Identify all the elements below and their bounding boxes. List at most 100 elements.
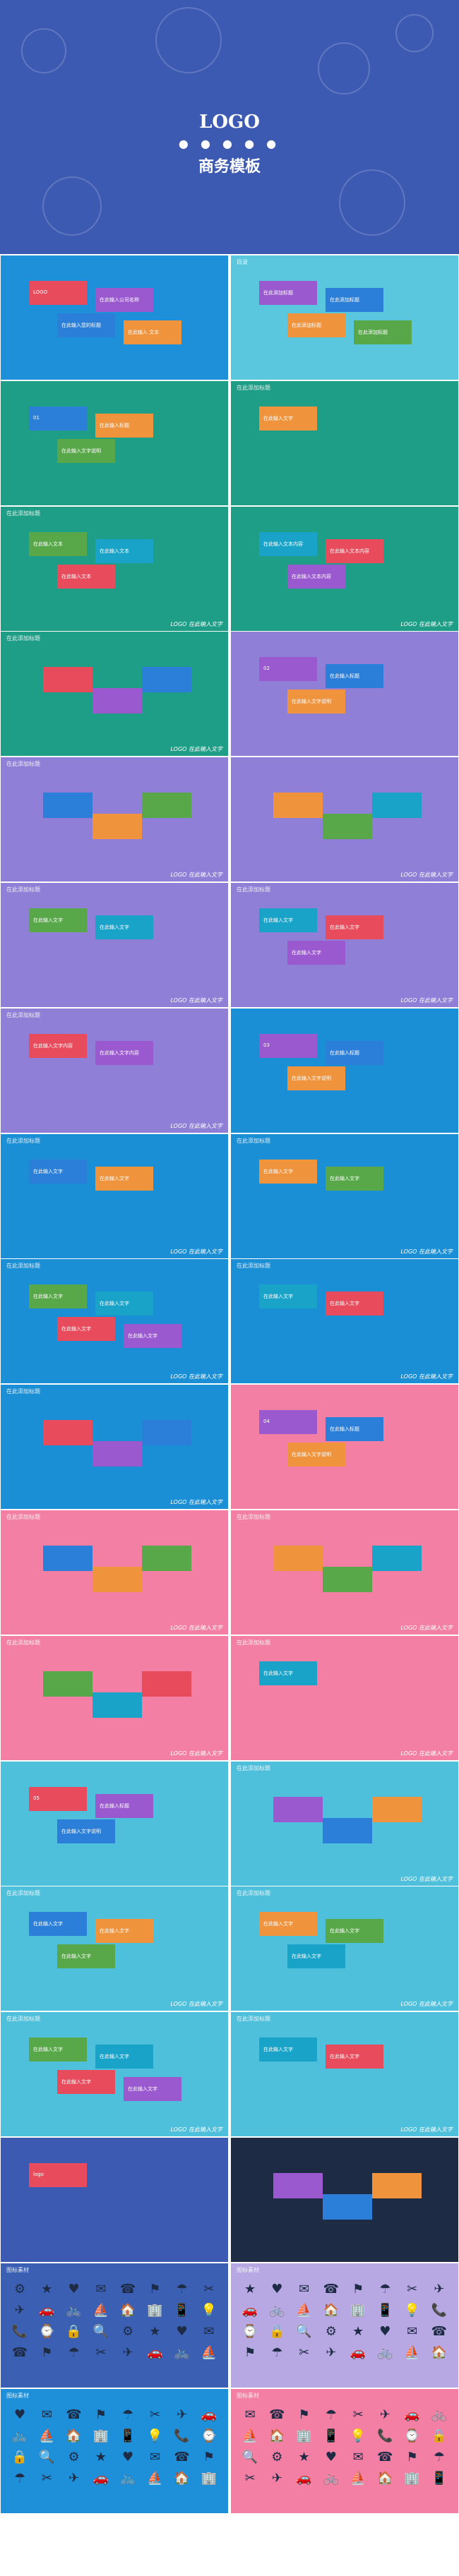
content-block: 在此输入文本	[29, 531, 87, 556]
content-block: 在此输入文字	[29, 1159, 87, 1184]
slide-thumbnail[interactable]	[231, 2138, 458, 2262]
slide-thumbnail[interactable]: 图标素材★♥✉☎⚑☂✂✈🚗🚲⛵🏠🏢📱💡📞⌚🔒🔍⚙★♥✉☎⚑☂✂✈🚗🚲⛵🏠	[231, 2263, 458, 2388]
content-block: 在此输入文字说明	[287, 690, 345, 714]
content-block: 05	[29, 1786, 87, 1811]
material-icon: ⛵	[242, 2428, 258, 2443]
decorative-block	[142, 1671, 191, 1697]
content-label: 在此输入文字说明	[292, 1075, 331, 1081]
bubble	[21, 28, 66, 73]
material-icon: ★	[244, 2281, 256, 2297]
material-icon: 🔒	[431, 2428, 448, 2443]
material-icon: ✂	[95, 2345, 107, 2360]
content-label: 在此输入文字	[100, 1301, 129, 1307]
slide-footer: LOGO 在此输入文字	[400, 620, 453, 627]
material-icon: ⚑	[203, 2449, 215, 2464]
material-icon: 🔒	[269, 2323, 285, 2339]
content-block: 在此输入文字	[95, 915, 153, 939]
content-block: 在此输入文字	[326, 1292, 383, 1316]
material-icon: 📱	[431, 2470, 448, 2486]
slide-thumbnail[interactable]: logo	[1, 2138, 228, 2262]
content-label: 在此输入标题	[330, 1049, 359, 1056]
material-icon: ✈	[379, 2407, 391, 2422]
bubble	[395, 14, 434, 52]
slide-title: 在此添加标题	[237, 1639, 270, 1646]
content-block: 在此输入文字	[124, 1324, 181, 1349]
material-icon: 📞	[431, 2302, 448, 2318]
slide-thumbnail[interactable]: 在此添加标题在此输入文字	[231, 380, 458, 505]
material-icon: ☂	[68, 2345, 80, 2360]
slide-footer: LOGO 在此输入文字	[170, 997, 222, 1004]
material-icon: 🏠	[269, 2428, 285, 2443]
content-label: 在此输入文字	[263, 1294, 293, 1300]
slide-thumbnail[interactable]: 图标素材⚙★♥✉☎⚑☂✂✈🚗🚲⛵🏠🏢📱💡📞⌚🔒🔍⚙★♥✉☎⚑☂✂✈🚗🚲⛵	[1, 2263, 228, 2388]
material-icon: 🏢	[147, 2302, 163, 2318]
material-icon: 📞	[174, 2428, 190, 2443]
content-label: 在此输入标题	[100, 1802, 129, 1809]
slide-title: 在此添加标题	[6, 1263, 40, 1270]
material-icon: 🏢	[350, 2302, 366, 2318]
content-label: 在此输入文字说明	[61, 447, 101, 454]
content-label: 在此输入文字	[263, 1670, 293, 1676]
material-icon: 🏠	[174, 2470, 190, 2486]
slide-footer: LOGO 在此输入文字	[400, 1373, 453, 1380]
slide-thumbnail[interactable]: LOGO 在此输入文字	[231, 757, 458, 882]
slide-thumbnail[interactable]: 在此添加标题在此输入文字 LOGO 在此输入文字	[231, 1635, 458, 1760]
material-icon: ☎	[66, 2407, 82, 2422]
material-icon: 📱	[119, 2428, 136, 2443]
content-label: 在此添加标题	[292, 323, 321, 328]
content-block: 在此输入公司名称	[95, 288, 153, 312]
slide-footer: LOGO 在此输入文字	[170, 1122, 222, 1129]
material-icon: 🔍	[242, 2449, 258, 2464]
material-icon: ⌚	[39, 2323, 55, 2339]
content-label: 在此输入文字	[128, 2086, 157, 2093]
material-icon: 🚲	[431, 2407, 448, 2422]
content-label: 在此输入文本内容	[263, 541, 303, 547]
material-icon: ⚑	[95, 2407, 107, 2422]
material-icon: ★	[41, 2281, 53, 2297]
material-icon: 🏢	[296, 2428, 312, 2443]
material-icon: 🚗	[201, 2407, 217, 2422]
slide-thumbnail[interactable]: 目录在此添加标题在此添加标题在此添加标题在此添加标题	[231, 255, 458, 380]
material-icon: ♥	[68, 2281, 80, 2297]
content-label: 在此输入 文本	[128, 330, 160, 335]
slide-footer: LOGO 在此输入文字	[400, 1750, 453, 1757]
decorative-block	[372, 793, 422, 819]
content-block: 在此输入文字	[29, 1912, 87, 1937]
material-icon: ★	[352, 2323, 364, 2339]
content-block: 在此输入标题	[95, 1793, 153, 1818]
decorative-block	[323, 2194, 372, 2220]
slide-thumbnail[interactable]: 图标素材♥✉☎⚑☂✂✈🚗🚲⛵🏠🏢📱💡📞⌚🔒🔍⚙★♥✉☎⚑☂✂✈🚗🚲⛵🏠🏢	[1, 2388, 228, 2513]
material-icon: 📞	[11, 2323, 28, 2339]
material-icon: ✂	[203, 2281, 215, 2297]
content-block: LOGO	[29, 281, 87, 305]
slide-thumbnail[interactable]: 图标素材✉☎⚑☂✂✈🚗🚲⛵🏠🏢📱💡📞⌚🔒🔍⚙★♥✉☎⚑☂✂✈🚗🚲⛵🏠🏢📱	[231, 2388, 458, 2513]
content-label: 在此输入文本	[100, 548, 129, 554]
content-block: 在此输入标题	[326, 1417, 383, 1442]
